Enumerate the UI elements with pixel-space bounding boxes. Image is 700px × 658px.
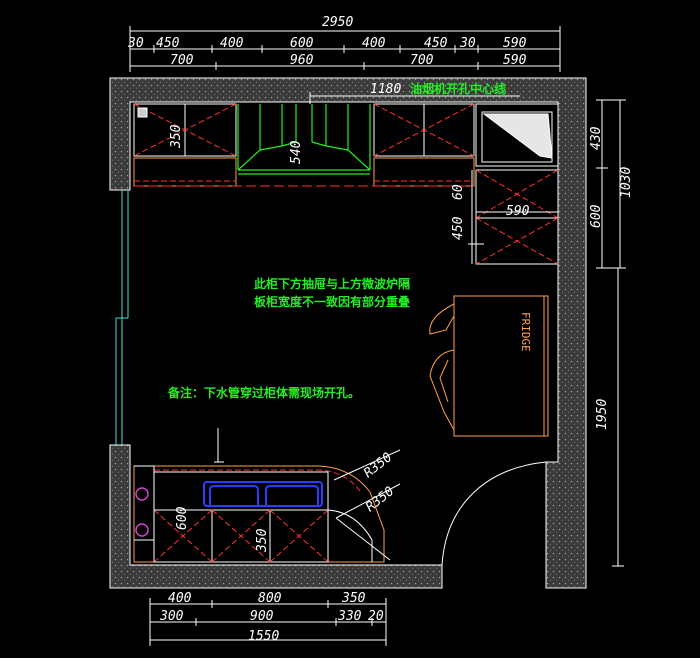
bottom-cabinets <box>133 465 385 563</box>
top-dim-1: 30 <box>127 36 144 51</box>
bottom-dim-3: 350 <box>341 591 366 606</box>
right-cabinet-width-label: 590 <box>506 204 530 219</box>
right-dimension-lines <box>596 99 626 567</box>
top-dim-7: 30 <box>459 36 476 51</box>
microwave-cabinet <box>475 103 559 167</box>
right-tall-cabinet <box>468 169 559 265</box>
right-dim-1950: 1950 <box>595 399 610 430</box>
bottom-dim-row2-4: 20 <box>368 609 384 624</box>
bottom-dim-overall: 1550 <box>248 629 279 644</box>
top-dim-row2-1: 700 <box>170 53 194 68</box>
right-dim-430: 430 <box>589 126 604 150</box>
sink <box>203 481 323 507</box>
bottom-dim-1: 400 <box>168 591 192 606</box>
hood-centerline-note: 油烟机开孔中心线 <box>410 81 506 96</box>
drawer-note-line-1: 此柜下方抽屉与上方微波炉隔 <box>254 276 410 291</box>
right-dim-600: 600 <box>589 204 604 228</box>
top-dim-8: 590 <box>503 36 527 51</box>
right-cabinet-depth-label: 450 <box>451 216 466 240</box>
top-dim-2: 450 <box>156 36 180 51</box>
sink-depth-label: 350 <box>255 528 270 553</box>
bottom-dim-row2-3: 330 <box>337 609 362 624</box>
top-dimension-lines <box>129 26 561 72</box>
bottom-dim-2: 800 <box>258 591 282 606</box>
top-dim-6: 450 <box>424 36 448 51</box>
right-dim-1030: 1030 <box>619 167 634 198</box>
hood-centerline-leader <box>309 92 520 104</box>
range-hood <box>237 104 371 175</box>
top-dim-row2-2: 960 <box>290 53 314 68</box>
upper-left-depth-label: 350 <box>169 124 184 149</box>
fridge-label: FRIDGE <box>519 312 532 352</box>
radius-leaders <box>333 449 401 561</box>
upper-left-cabinet <box>133 103 237 187</box>
top-dim-3: 400 <box>220 36 244 51</box>
bottom-dim-row2-2: 900 <box>250 609 274 624</box>
top-dim-row2-4: 590 <box>503 53 527 68</box>
top-dim-overall: 2950 <box>322 15 353 30</box>
drawer-note-line-2: 板柜宽度不一致因有部分重叠 <box>254 294 410 309</box>
fridge <box>429 295 549 437</box>
bottom-dim-row2-1: 300 <box>159 609 184 624</box>
window <box>115 190 129 445</box>
top-dim-5: 400 <box>362 36 386 51</box>
top-dim-4: 600 <box>290 36 314 51</box>
bottom-depth-label: 600 <box>175 506 190 530</box>
remark-note: 备注：下水管穿过柜体需现场开孔。 <box>167 385 360 400</box>
top-dim-row2-3: 700 <box>410 53 434 68</box>
upper-right-gap-label: 60 <box>451 184 466 200</box>
remark-leader <box>214 428 224 463</box>
hood-depth-label: 540 <box>289 140 304 164</box>
upper-right-cabinet <box>373 103 475 187</box>
burners <box>135 487 149 537</box>
hood-line-dim: 1180 <box>370 82 401 97</box>
bottom-dimension-lines <box>149 598 387 646</box>
door-opening <box>441 461 547 588</box>
